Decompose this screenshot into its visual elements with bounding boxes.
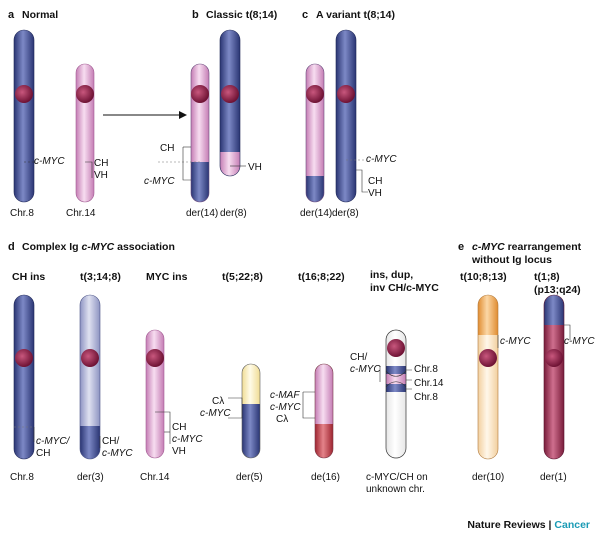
- label-ch: CH: [160, 143, 174, 154]
- chromosome-chr14: [75, 63, 95, 203]
- col-t16-8-22: t(16;8;22): [298, 271, 345, 283]
- credit-line: Nature Reviews | Cancer: [467, 519, 590, 531]
- centromere: [545, 349, 563, 367]
- chromosome-der5: [241, 363, 261, 459]
- col-t5-22-8: t(5;22;8): [222, 271, 263, 283]
- chromosome-de16: [314, 363, 334, 459]
- label-cmyc-slash: c-MYC/: [36, 436, 71, 447]
- panel-a-title: Normal: [22, 9, 58, 21]
- centromere: [221, 85, 239, 103]
- chromosome-der3: [79, 294, 101, 460]
- label-unknown-line2: unknown chr.: [366, 484, 425, 495]
- panel-a-letter: a: [8, 9, 15, 21]
- panel-b-letter: b: [192, 9, 199, 21]
- label-cmyc: c-MYC: [172, 434, 203, 445]
- centromere: [81, 349, 99, 367]
- label-der1: der(1): [540, 472, 567, 483]
- label-der8: der(8): [220, 208, 247, 219]
- label-chr14: Chr.14: [66, 208, 96, 219]
- panel-b-title: Classic t(8;14): [206, 9, 277, 21]
- label-der3: der(3): [77, 472, 104, 483]
- centromere: [191, 85, 209, 103]
- col-t10-8-13: t(10;8;13): [460, 271, 507, 283]
- centromere: [387, 339, 405, 357]
- label-ch-slash: CH/: [350, 352, 367, 363]
- col-t1-8-line1: t(1;8): [534, 271, 560, 283]
- chromosome-unknown: [385, 329, 407, 459]
- label-der14: der(14): [186, 208, 218, 219]
- centromere: [15, 349, 33, 367]
- label-chr14: Chr.14: [140, 472, 170, 483]
- chromosome-der14-b: [190, 63, 210, 203]
- chromosome-chr8: [13, 29, 35, 203]
- col-t1-8-line2: (p13;q24): [534, 284, 581, 296]
- label-vh: VH: [368, 188, 382, 199]
- label-vh: VH: [248, 162, 262, 173]
- label-cmyc: c-MYC: [564, 336, 595, 347]
- panel-c-letter: c: [302, 9, 308, 21]
- label-cmyc: c-MYC: [350, 364, 381, 375]
- chromosome-der14-c: [305, 63, 325, 203]
- label-der14: der(14): [300, 208, 332, 219]
- label-cmyc: c-MYC: [366, 154, 397, 165]
- chromosome-der8-b: [219, 29, 241, 177]
- label-cmyc: c-MYC: [102, 448, 133, 459]
- panel-c-title: A variant t(8;14): [316, 9, 395, 21]
- col-ch-ins: CH ins: [12, 271, 45, 283]
- chromosome-der10: [477, 294, 499, 460]
- col-ins-line1: ins, dup,: [370, 269, 413, 281]
- col-t3-14-8: t(3;14;8): [80, 271, 121, 283]
- panel-d-title: Complex Ig c-MYC association: [22, 241, 175, 253]
- label-cmyc: c-MYC: [144, 176, 175, 187]
- label-clambda: Cλ: [276, 414, 288, 425]
- label-ch-slash: CH/: [102, 436, 119, 447]
- credit-journal: Nature Reviews: [467, 519, 546, 531]
- centromere: [76, 85, 94, 103]
- label-cmyc: c-MYC: [34, 156, 65, 167]
- chromosome-der1: [543, 294, 565, 460]
- label-cmyc: c-MYC: [500, 336, 531, 347]
- panel-e-title-line1: c-MYC rearrangement: [472, 241, 582, 253]
- panel-e-letter: e: [458, 241, 464, 253]
- label-der5: der(5): [236, 472, 263, 483]
- col-myc-ins: MYC ins: [146, 271, 188, 283]
- label-ch: CH: [94, 158, 108, 169]
- label-ch: CH: [36, 448, 50, 459]
- label-der10: der(10): [472, 472, 504, 483]
- label-vh: VH: [172, 446, 186, 457]
- label-cmyc: c-MYC: [200, 408, 231, 419]
- label-cmyc: c-MYC: [270, 402, 301, 413]
- label-chr8-small: Chr.8: [414, 364, 438, 375]
- label-ch: CH: [172, 422, 186, 433]
- panel-e-title-line2: without Ig locus: [471, 254, 552, 266]
- label-chr14-small: Chr.14: [414, 378, 444, 389]
- centromere: [146, 349, 164, 367]
- label-unknown-line1: c-MYC/CH on: [366, 472, 428, 483]
- centromere: [15, 85, 33, 103]
- label-vh: VH: [94, 170, 108, 181]
- label-ch: CH: [368, 176, 382, 187]
- chromosome-chr8-chins: [13, 294, 35, 460]
- col-ins-line2: inv CH/c-MYC: [370, 282, 439, 294]
- label-clambda: Cλ: [212, 396, 224, 407]
- label-chr8: Chr.8: [10, 208, 34, 219]
- centromere: [479, 349, 497, 367]
- credit-separator: |: [545, 519, 555, 531]
- label-de16: de(16): [311, 472, 340, 483]
- label-der8: der(8): [332, 208, 359, 219]
- label-chr8: Chr.8: [10, 472, 34, 483]
- label-cmaf: c-MAF: [270, 390, 300, 401]
- label-chr8-small: Chr.8: [414, 392, 438, 403]
- centromere: [337, 85, 355, 103]
- chromosome-der8-c: [335, 29, 357, 203]
- panel-d-letter: d: [8, 241, 15, 253]
- chromosome-chr14-mycins: [145, 329, 165, 459]
- centromere: [306, 85, 324, 103]
- credit-section: Cancer: [554, 519, 590, 531]
